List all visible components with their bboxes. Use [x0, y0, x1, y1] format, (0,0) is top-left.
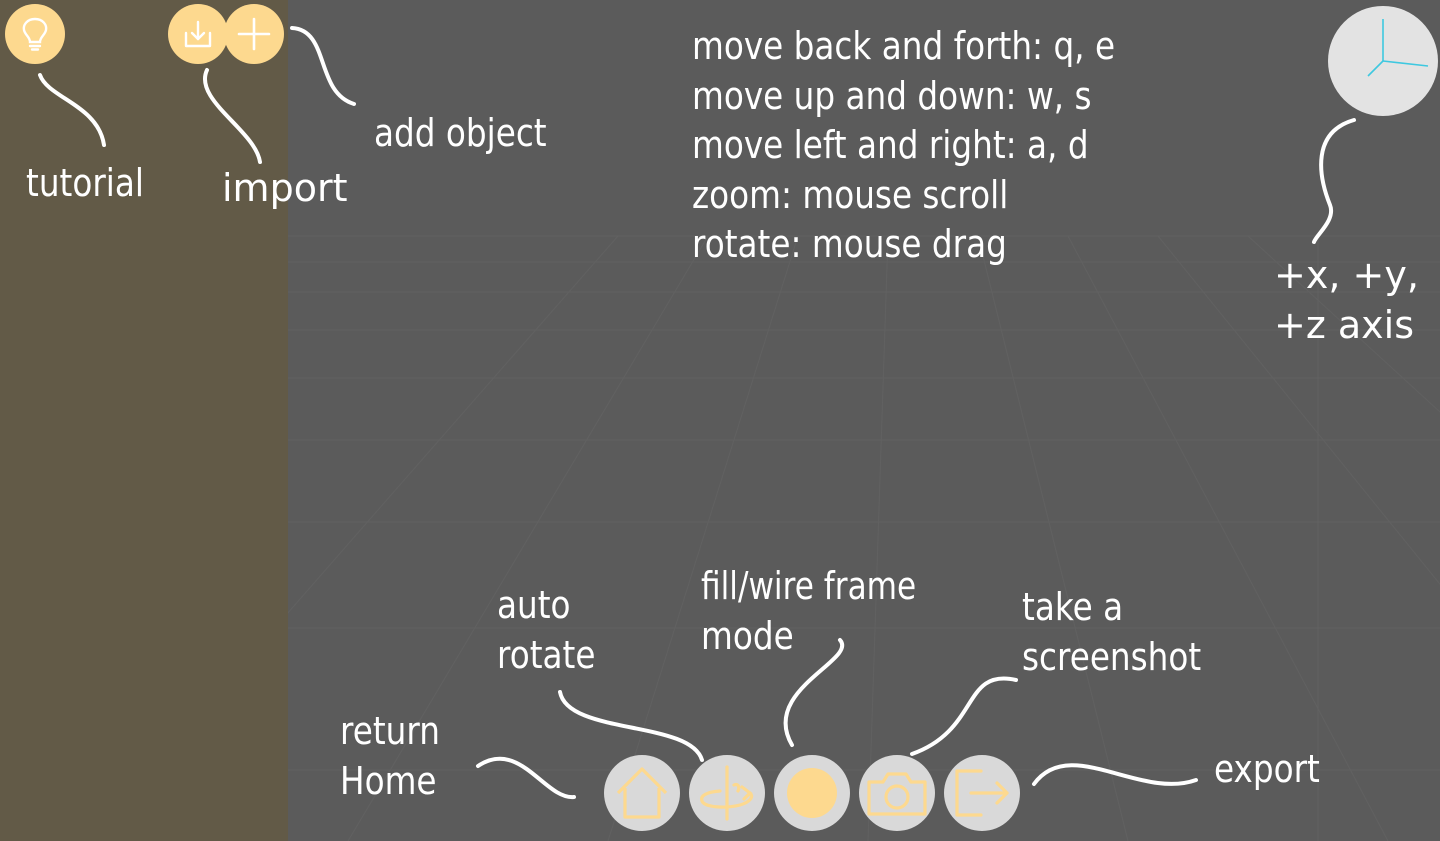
download-icon	[183, 19, 213, 49]
home-label-line1: return	[340, 709, 440, 753]
tutorial-button[interactable]	[5, 4, 65, 64]
axis-gizmo[interactable]	[1328, 6, 1438, 116]
fill-circle-icon	[786, 767, 838, 819]
home-label-line2: Home	[340, 759, 437, 803]
axis-label-line2: +z axis	[1274, 303, 1414, 347]
export-pointer	[1032, 763, 1198, 786]
sidebar-panel	[0, 0, 288, 841]
import-pointer	[203, 68, 262, 164]
export-button[interactable]	[944, 755, 1020, 831]
import-button[interactable]	[168, 4, 228, 64]
fill-wire-label-line2: mode	[701, 614, 794, 658]
fill-wire-button[interactable]	[774, 755, 850, 831]
fill-wire-pointer	[783, 638, 845, 747]
auto-rotate-icon	[696, 763, 758, 823]
camera-icon	[865, 768, 929, 818]
export-label: export	[1214, 747, 1320, 791]
screenshot-button[interactable]	[859, 755, 935, 831]
screenshot-label-line2: screenshot	[1022, 635, 1202, 679]
auto-rotate-label-line1: auto	[497, 583, 571, 627]
help-line-zoom: zoom: mouse scroll	[692, 172, 1009, 217]
help-line-rotate: rotate: mouse drag	[692, 222, 1007, 266]
plus-icon	[237, 17, 271, 51]
screenshot-label-line1: take a	[1022, 585, 1124, 629]
add-object-button[interactable]	[224, 4, 284, 64]
lightbulb-icon	[20, 17, 50, 51]
screenshot-pointer	[910, 676, 1018, 756]
help-line-move-vertical: move up and down: w, s	[692, 73, 1092, 118]
tutorial-label: tutorial	[26, 161, 144, 205]
add-object-label: add object	[374, 111, 547, 155]
fill-wire-label-line1: fill/wire frame	[701, 564, 917, 608]
floor-grid	[288, 235, 1440, 841]
home-button[interactable]	[604, 755, 680, 831]
add-object-pointer	[290, 26, 356, 106]
help-line-move-horizontal: move left and right: a, d	[692, 123, 1089, 167]
auto-rotate-label-line2: rotate	[497, 633, 596, 677]
axis-label-line1: +x, +y,	[1274, 253, 1419, 297]
controls-help: move back and forth: q, e move up and do…	[692, 22, 1115, 270]
export-icon	[951, 765, 1013, 821]
home-pointer	[476, 756, 576, 800]
home-icon	[612, 763, 672, 823]
help-line-move-forward: move back and forth: q, e	[692, 24, 1116, 68]
import-label: import	[222, 166, 348, 210]
axis-gizmo-icon	[1328, 19, 1438, 120]
auto-rotate-button[interactable]	[689, 755, 765, 831]
tutorial-pointer	[38, 73, 106, 147]
auto-rotate-pointer	[558, 690, 704, 762]
axis-pointer	[1312, 118, 1356, 244]
